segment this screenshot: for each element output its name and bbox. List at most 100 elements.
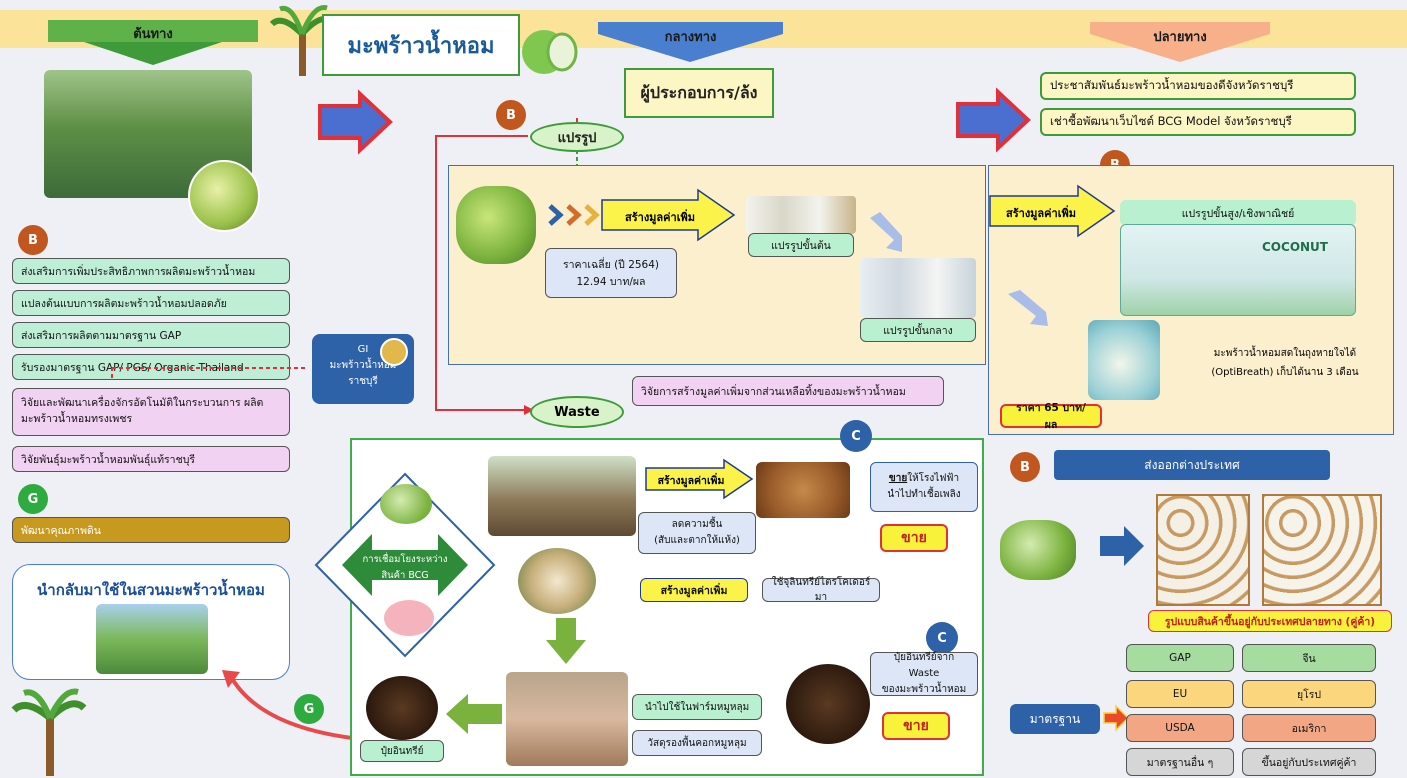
badge-b-upstream: B	[18, 225, 48, 255]
market-europe: ยุโรป	[1242, 680, 1376, 708]
coconut-diamond-icon	[380, 484, 432, 524]
coconut-products-photo	[746, 196, 856, 234]
page-title: มะพร้าวน้ำหอม	[347, 33, 495, 59]
reuse-title: นำกลับมาใช้ในสวนมะพร้าวน้ำหอม	[37, 581, 265, 599]
process-oval: แปรรูป	[530, 122, 624, 152]
sell-tag-1: ขาย	[880, 524, 948, 552]
compost-box: ปุ๋ยอินทรีย์จาก Waste ของมะพร้าวน้ำหอม	[870, 652, 978, 696]
fresh-line2: (OptiBreath) เก็บได้นาน 3 เดือน	[1211, 367, 1359, 378]
gi-line1: GI	[357, 344, 369, 355]
reuse-garden-photo	[96, 604, 208, 674]
bcg-link-label: การเชื่อมโยงระหว่างสินค้า BCG	[362, 554, 448, 582]
waste-research: วิจัยการสร้างมูลค่าเพิ่มจากส่วนเหลือทิ้ง…	[632, 376, 944, 406]
pig-farm-use: นำไปใช้ในฟาร์มหมูหลุม	[632, 694, 762, 720]
green-down-arrow	[546, 618, 586, 664]
pig-farm-photo	[506, 672, 628, 766]
operator-label: ผู้ประกอบการ/ล้ง	[640, 82, 758, 102]
std-usda: USDA	[1126, 714, 1234, 742]
std-gap: GAP	[1126, 644, 1234, 672]
badge-b-midstream: B	[496, 100, 526, 130]
coconut-husk-photo	[518, 548, 596, 614]
chevron-arrows-icon	[548, 204, 600, 226]
intermediate-processing: แปรรูปขั้นกลาง	[860, 318, 976, 342]
badge-g-upstream: G	[18, 484, 48, 514]
avg-price-box: ราคาเฉลี่ย (ปี 2564) 12.94 บาท/ผล	[545, 248, 677, 298]
pig-bedding: วัสดุรองพื้นคอกหมูหลุม	[632, 730, 762, 756]
compost-line1: ปุ๋ยอินทรีย์จาก Waste	[893, 652, 955, 679]
trichoderma-box: ใช้จุลินทรีย์ไตรโคเดอร์มา	[762, 577, 880, 603]
bcg-diamond	[314, 472, 496, 658]
palm-tree-bottom-icon	[11, 688, 87, 776]
market-china: จีน	[1242, 644, 1376, 672]
coconut-icon	[522, 30, 578, 74]
gi-seal-icon	[380, 338, 408, 366]
compost-photo	[786, 664, 870, 744]
fresh-coconut-desc: มะพร้าวน้ำหอมสดในถุงหายใจได้ (OptiBreath…	[1192, 344, 1378, 382]
upstream-item-1: ส่งเสริมการเพิ่มประสิทธิภาพการผลิตมะพร้า…	[12, 258, 290, 284]
coconut-bunch-photo	[456, 186, 536, 264]
midstream-header-arrow	[598, 22, 783, 62]
export-arrow	[1100, 526, 1144, 566]
standard-arrow	[1103, 704, 1130, 732]
value-add-arrow-mid	[601, 188, 736, 242]
export-label: ส่งออกต่างประเทศ	[1144, 457, 1240, 472]
upstream-header-arrow	[48, 20, 258, 65]
upstream-to-midstream-arrow	[318, 89, 393, 155]
sell-fuel-line1: ขาย	[888, 473, 908, 484]
upstream-item-5: วิจัยและพัฒนาเครื่องจักรอัตโนมัติในกระบว…	[12, 388, 290, 436]
export-box-photo-1	[1156, 494, 1250, 606]
downstream-header-arrow	[1090, 22, 1270, 62]
coconut-brand-label: COCONUT	[1262, 240, 1328, 254]
dehumidify-line1: ลดความชื้น	[671, 519, 723, 530]
waste-oval: Waste	[530, 396, 624, 428]
sell-fuel-box: ขายให้โรงไฟฟ้า นำไปทำเชื้อเพลิง	[870, 462, 978, 512]
upstream-item-3: ส่งเสริมการผลิตตามมาตรฐาน GAP	[12, 322, 290, 348]
fertilizer-photo	[366, 676, 438, 740]
primary-processing: แปรรูปขั้นต้น	[748, 233, 854, 257]
market-partner: ขึ้นอยู่กับประเทศคู่ค้า	[1242, 748, 1376, 776]
dehumidify-box: ลดความชื้น (สับและตากให้แห้ง)	[638, 512, 756, 554]
pr-box: ประชาสัมพันธ์มะพร้าวน้ำหอมของดีจังหวัดรา…	[1040, 72, 1356, 100]
value-add-label-c1: สร้างมูลค่าเพิ่ม	[657, 475, 725, 487]
web-box: เช่าซื้อพัฒนาเว็บไซต์ BCG Model จังหวัดร…	[1040, 108, 1356, 136]
midstream-header-label: กลางทาง	[664, 30, 717, 45]
fresh-coconut-photo	[1088, 320, 1160, 400]
down-arrow-downstream	[1008, 290, 1048, 326]
fresh-line1: มะพร้าวน้ำหอมสดในถุงหายใจได้	[1213, 348, 1357, 359]
value-add-arrow-c1	[645, 458, 754, 500]
page-title-box: มะพร้าวน้ำหอม	[322, 14, 520, 76]
price-tag: ราคา 65 บาท/ผล	[1000, 402, 1102, 431]
value-add-c2: สร้างมูลค่าเพิ่ม	[640, 578, 748, 602]
pig-icon	[384, 600, 434, 636]
sell-tag-2: ขาย	[882, 712, 950, 740]
upstream-item-2: แปลงต้นแบบการผลิตมะพร้าวน้ำหอมปลอดภัย	[12, 290, 290, 316]
waste-label: Waste	[554, 404, 600, 420]
badge-c-circular: C	[840, 420, 872, 452]
fertilizer-label: ปุ๋ยอินทรีย์	[360, 740, 444, 762]
export-coconut-photo	[1000, 520, 1076, 580]
soil-development: พัฒนาคุณภาพดิน	[12, 517, 290, 543]
export-box-photo-2	[1262, 494, 1382, 606]
badge-c2: C	[926, 622, 958, 654]
down-arrow-mid	[870, 212, 902, 252]
operator-box: ผู้ประกอบการ/ล้ง	[624, 68, 774, 118]
downstream-header-label: ปลายทาง	[1153, 30, 1207, 45]
std-eu: EU	[1126, 680, 1234, 708]
export-note: รูปแบบสินค้าขึ้นอยู่กับประเทศปลายทาง (คู…	[1148, 610, 1392, 632]
coconut-waste-pile-photo	[488, 456, 636, 536]
commercial-products-photo	[1120, 224, 1356, 316]
avg-price-line1: ราคาเฉลี่ย (ปี 2564)	[562, 259, 660, 271]
value-add-label-mid: สร้างมูลค่าเพิ่ม	[625, 211, 695, 224]
midstream-to-downstream-arrow	[956, 87, 1031, 153]
intermediate-photo	[860, 258, 976, 318]
upstream-item-6: วิจัยพันธุ์มะพร้าวน้ำหอมพันธุ์แท้ราชบุรี	[12, 446, 290, 472]
compost-line2: ของมะพร้าวน้ำหอม	[881, 684, 967, 695]
value-add-label-down: สร้างมูลค่าเพิ่ม	[1006, 207, 1076, 220]
market-america: อเมริกา	[1242, 714, 1376, 742]
gi-line2: มะพร้าวน้ำหอม	[329, 360, 397, 371]
std-other: มาตรฐานอื่น ๆ	[1126, 748, 1234, 776]
sell-fuel-line3: นำไปทำเชื้อเพลิง	[887, 489, 961, 500]
upstream-header-label: ต้นทาง	[133, 27, 173, 42]
standard-label: มาตรฐาน	[1010, 704, 1100, 734]
process-label: แปรรูป	[557, 130, 597, 146]
